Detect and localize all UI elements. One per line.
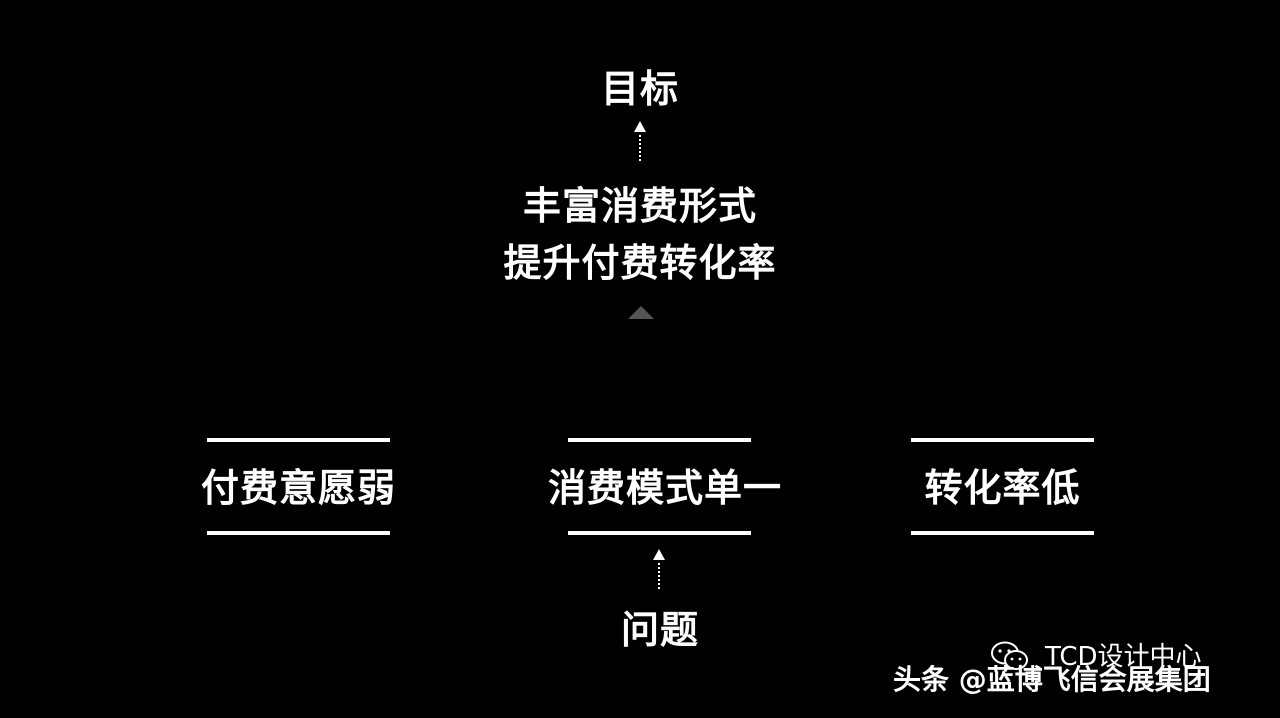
source-watermark: 头条 @蓝博飞信会展集团 — [893, 663, 1211, 696]
solution-line-2: 提升付费转化率 — [503, 241, 777, 285]
problem-3-top-rule — [911, 438, 1094, 442]
problem-2-top-rule — [568, 438, 751, 442]
problem-1-top-rule — [207, 438, 390, 442]
wechat-account-watermark: TCD设计中心 — [1045, 642, 1202, 672]
problem-3-label: 转化率低 — [924, 466, 1081, 510]
goal-label: 目标 — [600, 67, 679, 111]
gray-triangle-icon — [628, 306, 654, 319]
problem-2-label: 消费模式单一 — [547, 466, 782, 510]
problem-1-bottom-rule — [207, 531, 390, 535]
dotted-connector — [639, 135, 641, 161]
up-arrow-head-icon — [653, 549, 665, 560]
problem-1-label: 付费意愿弱 — [200, 466, 396, 510]
up-arrow-head-icon — [634, 121, 646, 132]
problem-3-bottom-rule — [911, 531, 1094, 535]
solution-line-1: 丰富消费形式 — [522, 184, 757, 228]
problem-label: 问题 — [620, 608, 699, 652]
dotted-connector — [658, 563, 660, 589]
problem-2-bottom-rule — [568, 531, 751, 535]
wechat-icon — [990, 640, 1030, 672]
